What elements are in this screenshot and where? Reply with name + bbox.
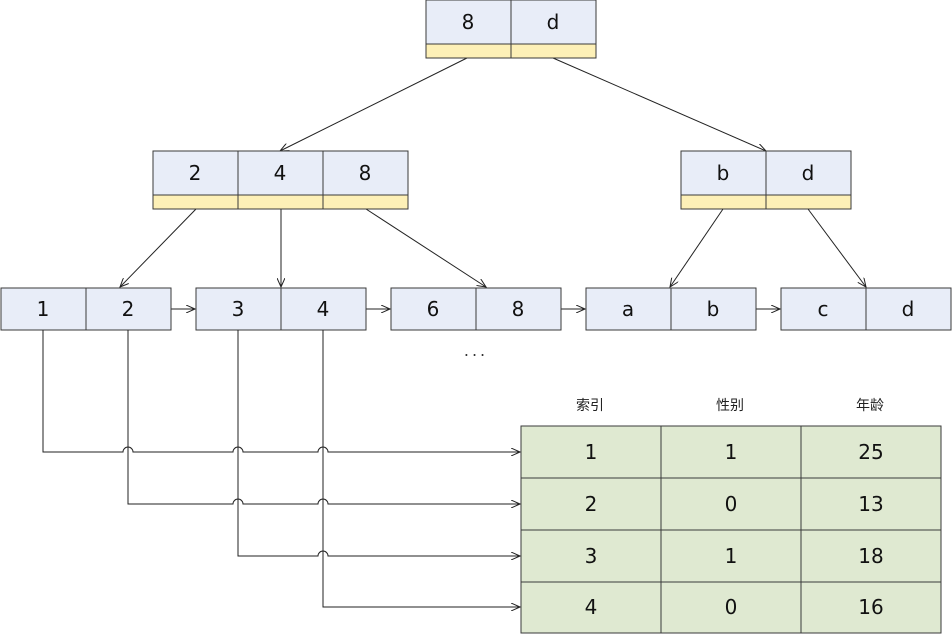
table-cell-value: 0 [725,492,738,516]
leaf-key: 4 [317,297,330,321]
leaf-key-cell [195,287,282,331]
internal-key: d [802,161,815,185]
table-cell-value: 2 [585,492,598,516]
edge-root-to-internal-2 [552,57,766,151]
leaf-key-cell [865,287,952,331]
table-header: 索引 性别 年龄 [576,397,884,414]
table-cell-value: 18 [858,544,883,568]
internal-pointer-strip [680,194,767,210]
table-cell [660,581,802,634]
internal-key: 2 [189,161,202,185]
table-cell [660,529,802,583]
leaf-node-4: a b [585,287,757,331]
internal-pointer-strip [237,194,324,210]
edge-root-to-internal-1 [280,57,468,151]
internal-key: b [717,161,730,185]
internal-node-1: 2 4 8 [152,150,409,210]
table-cell [800,425,942,479]
root-key-cell [425,0,512,45]
data-table: 1 1 25 2 0 13 3 1 18 4 0 16 [520,425,942,634]
column-header-age: 年龄 [856,398,884,414]
edge-internal-2-to-leaf-5 [807,208,866,287]
table-cell-value: 1 [725,544,738,568]
table-cell [800,581,942,634]
internal-key-cell [322,150,409,196]
column-header-index: 索引 [576,397,604,414]
root-pointer-strip [425,43,512,59]
root-node: 8 d [425,0,597,59]
table-cell-value: 13 [858,492,883,516]
connector-key-4 [322,330,520,607]
leaf-node-3: 6 8 [390,287,562,331]
table-cell-value: 1 [585,440,598,464]
edge-internal-1-to-leaf-1 [120,208,197,287]
leaf-key: d [902,297,915,321]
table-cell-value: 0 [725,595,738,619]
table-cell [800,529,942,583]
table-cell-value: 4 [585,595,598,619]
table-cell-value: 16 [858,595,883,619]
leaf-node-1: 1 2 [0,287,172,331]
table-cell [800,477,942,531]
table-cell-value: 1 [725,440,738,464]
leaf-key-cell [475,287,562,331]
root-pointer-strip [510,43,597,59]
internal-key: 4 [274,161,287,185]
internal-pointer-strip [322,194,409,210]
leaf-key-cell [670,287,757,331]
table-cell-value: 25 [858,440,883,464]
internal-key-cell [237,150,324,196]
internal-key: 8 [359,161,372,185]
leaf-key-cell [390,287,477,331]
leaf-node-5: c d [780,287,952,331]
table-cell [520,581,662,634]
internal-pointer-strip [152,194,239,210]
connector-key-1 [42,330,520,452]
internal-key-cell [680,150,767,196]
leaf-key: 3 [232,297,245,321]
connector-key-2 [127,330,520,504]
internal-key-cell [152,150,239,196]
leaf-key-cell [780,287,867,331]
column-header-gender: 性别 [716,398,744,414]
leaf-node-2: 3 4 [195,287,367,331]
leaf-key: 6 [427,297,440,321]
root-key: 8 [462,10,475,34]
internal-node-2: b d [680,150,852,210]
leaf-key: b [707,297,720,321]
leaf-key: a [622,297,634,321]
edge-internal-1-to-leaf-3 [365,208,486,287]
internal-key-cell [765,150,852,196]
leaf-key: 8 [512,297,525,321]
leaf-key: 1 [37,297,50,321]
leaf-key-cell [280,287,367,331]
ellipsis: ... [464,341,488,360]
root-key-cell [510,0,597,45]
leaf-key: c [818,297,829,321]
table-cell [660,477,802,531]
root-key: d [547,10,560,34]
connector-key-3 [237,330,520,556]
leaf-key: 2 [122,297,135,321]
tree-edges [120,57,866,287]
internal-pointer-strip [765,194,852,210]
edge-internal-2-to-leaf-4 [670,208,724,287]
row-connectors [42,330,520,607]
leaf-key-cell [85,287,172,331]
table-cell-value: 3 [585,544,598,568]
